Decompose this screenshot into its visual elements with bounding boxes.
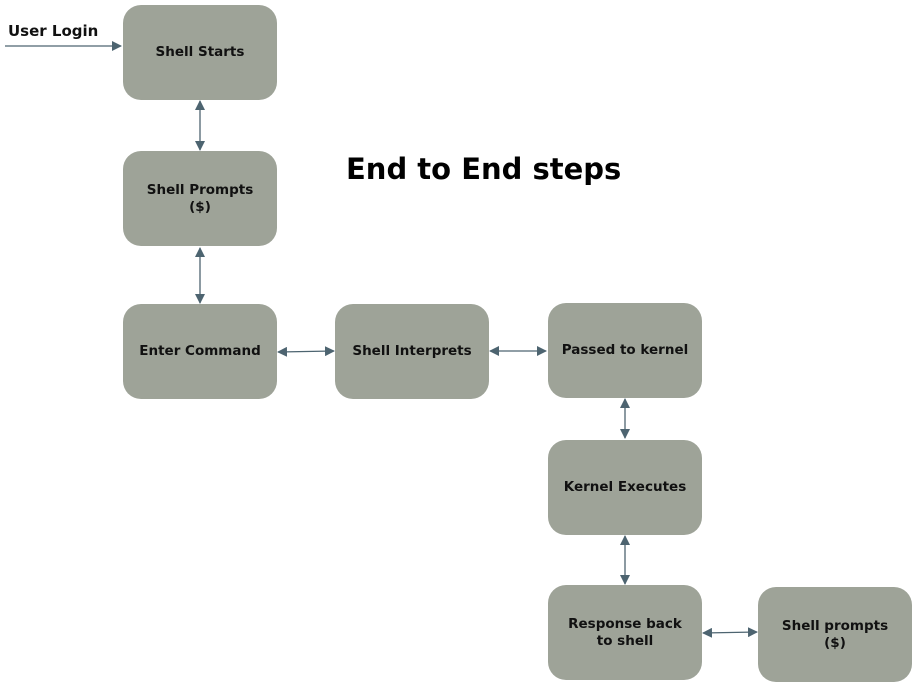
- edge-enter-command-shell-interprets: [277, 346, 335, 357]
- edge-response-back-shell-prompts-final: [702, 627, 758, 638]
- diagram-title: End to End steps: [346, 152, 622, 186]
- node-label: Shell Interprets: [352, 343, 472, 359]
- node-kernel-executes: Kernel Executes: [548, 440, 702, 535]
- node-shell-prompts-final: Shell prompts ($): [758, 587, 912, 682]
- node-label: Passed to kernel: [561, 342, 689, 358]
- node-label: Shell Prompts ($): [146, 181, 254, 215]
- node-shell-starts: Shell Starts: [123, 5, 277, 100]
- node-enter-command: Enter Command: [123, 304, 277, 399]
- node-passed-to-kernel: Passed to kernel: [548, 303, 702, 398]
- entry-label-user-login: User Login: [8, 22, 99, 40]
- node-label: Response back to shell: [568, 615, 682, 649]
- node-shell-prompts: Shell Prompts ($): [123, 151, 277, 246]
- node-label: Enter Command: [139, 343, 261, 359]
- node-label: Kernel Executes: [563, 479, 687, 495]
- node-label: Shell prompts ($): [781, 617, 889, 651]
- node-shell-interprets: Shell Interprets: [335, 304, 489, 399]
- node-label: Shell Starts: [155, 44, 245, 60]
- node-response-back: Response back to shell: [548, 585, 702, 680]
